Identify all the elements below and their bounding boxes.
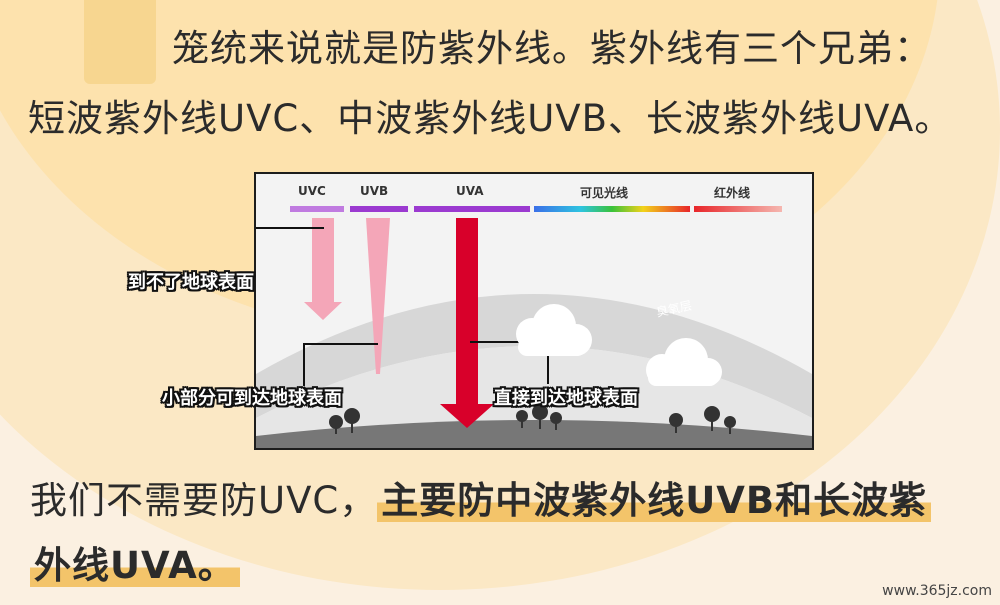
uva-arrow (440, 218, 494, 428)
clouds (516, 304, 722, 386)
infrared-label: 红外线 (714, 186, 751, 200)
uva-bar (414, 206, 530, 212)
uvb-callout: 小部分可到达地球表面 (162, 388, 342, 409)
uva-label: UVA (456, 184, 484, 198)
decorative-block (84, 0, 156, 84)
uvb-bar (350, 206, 408, 212)
infrared-bar (694, 206, 782, 212)
uv-diagram-graphic (256, 174, 812, 448)
intro-line-1: 笼统来说就是防紫外线。紫外线有三个兄弟： (172, 27, 932, 70)
conclusion-line-1: 我们不需要防UVC，主要防中波紫外线UVB和长波紫 (30, 470, 932, 524)
uvc-callout: 到不了地球表面 (128, 272, 254, 293)
conclusion-highlight-1: 主要防中波紫外线UVB和长波紫 (377, 479, 932, 522)
visible-bar (534, 206, 690, 212)
uvc-bar (290, 206, 344, 212)
watermark: www.365jz.com (882, 583, 992, 599)
ozone-layer (256, 294, 812, 418)
uvc-label: UVC (298, 184, 326, 198)
uvc-arrow (304, 218, 342, 320)
intro-line-2: 短波紫外线UVC、中波紫外线UVB、长波紫外线UVA。 (28, 97, 953, 140)
conclusion-highlight-2: 外线UVA。 (30, 544, 240, 587)
ground (256, 420, 812, 448)
uvb-arrow (366, 218, 390, 374)
uva-callout: 直接到达地球表面 (494, 388, 638, 409)
uvb-label: UVB (360, 184, 389, 198)
conclusion-line-2: 外线UVA。 (30, 535, 240, 589)
trees (329, 404, 736, 434)
visible-light-label: 可见光线 (580, 186, 629, 200)
uv-diagram: UVC UVB UVA 可见光线 红外线 臭氧层 (254, 172, 814, 450)
conclusion-plain: 我们不需要防UVC， (30, 479, 378, 522)
